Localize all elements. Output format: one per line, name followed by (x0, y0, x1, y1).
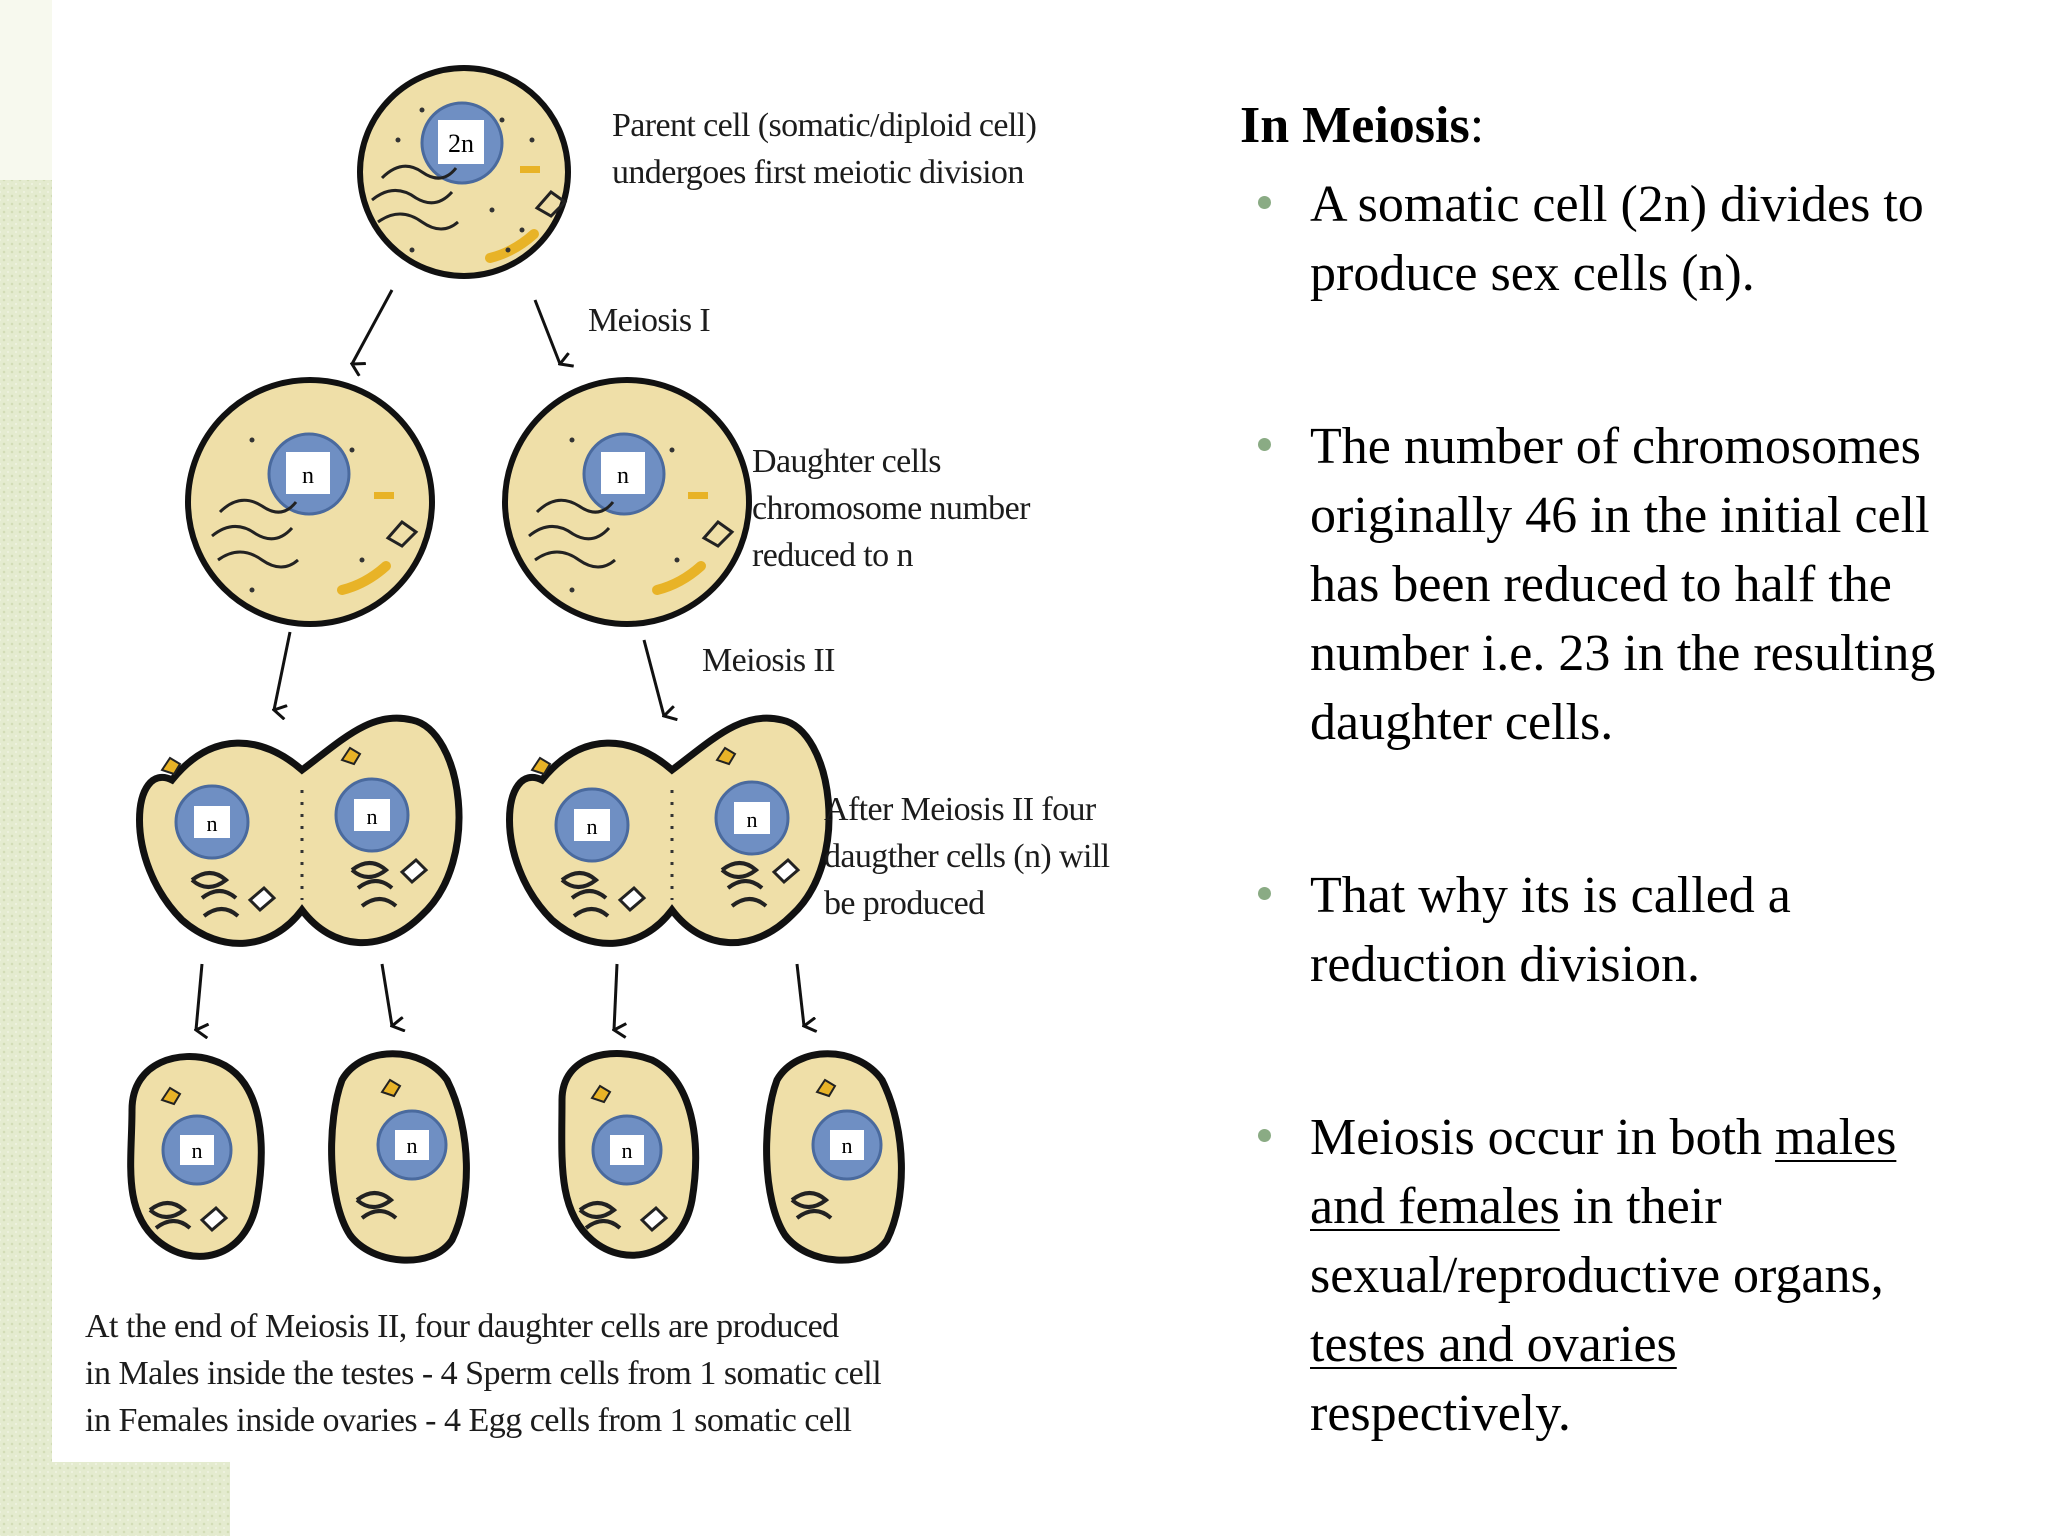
nucleus-label-1: n (207, 811, 218, 836)
daughter-note-line-2: chromosome number (752, 490, 1030, 527)
daughter-note-line-3: reduced to n (752, 537, 913, 574)
nucleus-label-3: n (587, 814, 598, 839)
bullet-dot-icon (1258, 196, 1271, 209)
gamete-2-label: n (407, 1133, 418, 1158)
bullet-4-text: in their (1559, 1178, 1722, 1235)
bullet-2-line-5: daughter cells. (1310, 694, 1614, 751)
bullet-4-text: Meiosis occur in both (1310, 1109, 1776, 1166)
bullet-1-line-1: A somatic cell (2n) divides to (1310, 176, 1924, 233)
bullet-item: The number of chromosomes originally 46 … (1240, 412, 2030, 757)
gamete-2: n (328, 1050, 470, 1264)
bullet-dot-icon (1258, 887, 1271, 900)
bullet-list: A somatic cell (2n) divides to produce s… (1240, 170, 2030, 1448)
bullet-4-line-3: sexual/reproductive organs, (1310, 1247, 1884, 1304)
dividing-cell-right: n n (506, 714, 833, 947)
parent-cell-note: Parent cell (somatic/diploid cell) under… (612, 102, 1037, 196)
gamete-1-label: n (192, 1138, 203, 1163)
bullet-item: That why its is called a reduction divis… (1240, 861, 2030, 999)
parent-nucleus-label: 2n (448, 129, 474, 158)
bullet-4-line-1: Meiosis occur in both males (1310, 1103, 2030, 1172)
daughter-nucleus-label-right: n (617, 463, 629, 489)
underlined-males: males (1775, 1109, 1897, 1166)
meiosis-diagram: 2n n (52, 0, 1232, 1462)
daughter-cells-note: Daughter cells chromosome number reduced… (752, 438, 1030, 579)
parent-cell: 2n (357, 65, 571, 279)
footer-line-2: in Males inside the testes - 4 Sperm cel… (85, 1355, 882, 1392)
gamete-4: n (763, 1050, 905, 1264)
daughter-cell-left: n (185, 377, 435, 627)
bullet-3-line-2: reduction division. (1310, 936, 1700, 993)
bullet-2-line-4: number i.e. 23 in the resulting (1310, 625, 1936, 682)
bullet-item: A somatic cell (2n) divides to produce s… (1240, 170, 2030, 308)
after-note-line-3: be produced (824, 885, 985, 922)
bullet-4-line-5: respectively. (1310, 1385, 1571, 1442)
underlined-testes-and-ovaries: testes and ovaries (1310, 1316, 1677, 1373)
daughter-nucleus-label-left: n (302, 463, 314, 489)
underlined-and-females: and females (1310, 1178, 1560, 1235)
after-meiosis-note: After Meiosis II four daugther cells (n)… (824, 786, 1110, 927)
text-panel: In Meiosis: A somatic cell (2n) divides … (1240, 96, 2030, 1448)
nucleus-label-2: n (367, 804, 378, 829)
bullet-3-line-1: That why its is called a (1310, 867, 1791, 924)
gamete-1: n (127, 1053, 265, 1260)
gamete-3-label: n (622, 1138, 633, 1163)
bullet-dot-icon (1258, 1129, 1271, 1142)
parent-note-line-1: Parent cell (somatic/diploid cell) (612, 107, 1037, 144)
slide-heading: In Meiosis: (1240, 96, 2030, 156)
footer-line-1: At the end of Meiosis II, four daughter … (85, 1308, 839, 1345)
after-note-line-1: After Meiosis II four (824, 791, 1096, 828)
diagram-footer-note: At the end of Meiosis II, four daughter … (85, 1303, 882, 1444)
bullet-4-line-2: and females in their (1310, 1172, 2030, 1241)
bullet-item: Meiosis occur in both males and females … (1240, 1103, 2030, 1448)
footer-line-3: in Females inside ovaries - 4 Egg cells … (85, 1402, 852, 1439)
bullet-2-line-3: has been reduced to half the (1310, 556, 1892, 613)
heading-colon: : (1469, 97, 1485, 154)
daughter-cell-right: n (502, 377, 752, 627)
diagram-drawing: 2n n (127, 65, 905, 1264)
bullet-2-line-2: originally 46 in the initial cell (1310, 487, 1930, 544)
meiosis-2-label: Meiosis II (702, 642, 835, 679)
bullet-dot-icon (1258, 438, 1271, 451)
nucleus-label-4: n (747, 807, 758, 832)
bullet-2-line-1: The number of chromosomes (1310, 418, 1921, 475)
daughter-note-line-1: Daughter cells (752, 443, 942, 480)
after-note-line-2: daugther cells (n) will (824, 838, 1110, 875)
gamete-4-label: n (842, 1133, 853, 1158)
bullet-1-line-2: produce sex cells (n). (1310, 245, 1755, 302)
parent-note-line-2: undergoes first meiotic division (612, 154, 1024, 191)
heading-bold: In Meiosis (1240, 97, 1470, 154)
gamete-3: n (558, 1050, 700, 1259)
meiosis-1-label: Meiosis I (588, 302, 711, 339)
bullet-4-line-4: testes and ovaries (1310, 1310, 2030, 1379)
dividing-cell-left: n n (136, 714, 463, 947)
